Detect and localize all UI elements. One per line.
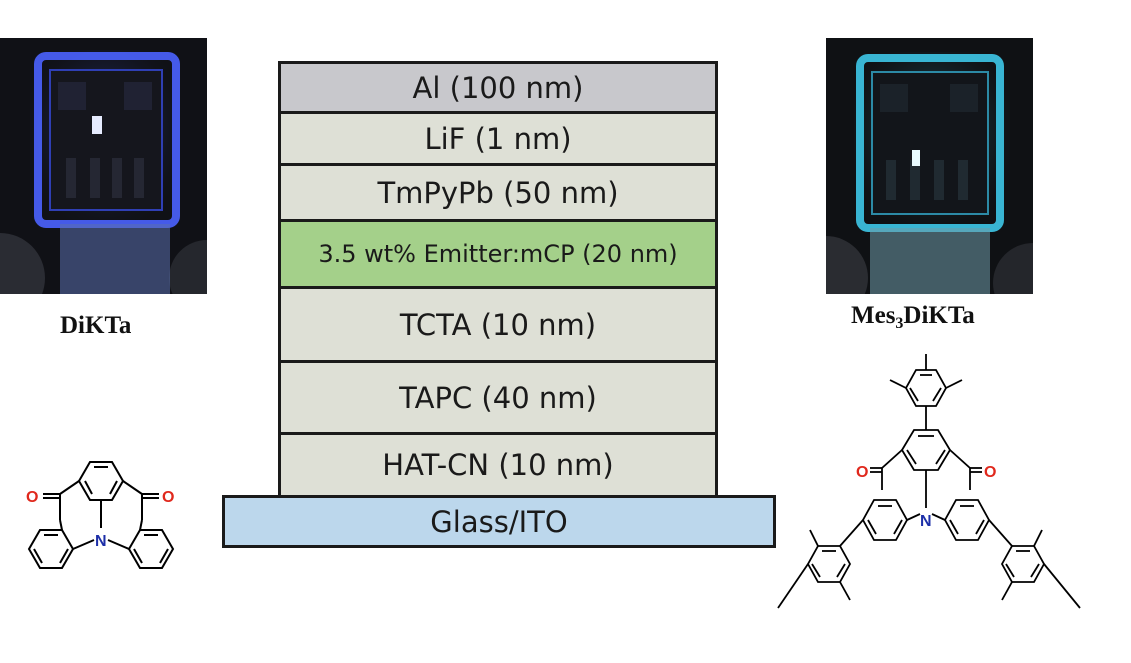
dikta-structure: O O N (10, 450, 200, 605)
layer-label: Glass/ITO (430, 504, 568, 539)
layer-tmpypb: TmPyPb (50 nm) (278, 163, 718, 222)
layer-label: Al (100 nm) (412, 70, 584, 105)
layer-label: 3.5 wt% Emitter:mCP (20 nm) (318, 240, 678, 268)
mes3dikta-label-tail: DiKTa (903, 302, 975, 329)
dikta-label: DiKTa (60, 312, 132, 339)
layer-hat-cn: HAT-CN (10 nm) (278, 432, 718, 498)
layer-tapc: TAPC (40 nm) (278, 360, 718, 435)
layer-label: LiF (1 nm) (424, 121, 572, 156)
layer-emitter: 3.5 wt% Emitter:mCP (20 nm) (278, 219, 718, 289)
dikta-nitrogen: N (95, 533, 107, 550)
layer-lif: LiF (1 nm) (278, 111, 718, 166)
dikta-device-photo (0, 38, 207, 294)
dikta-oxygen-right: O (162, 489, 174, 506)
mes3dikta-label: Mes3DiKTa (851, 302, 975, 333)
layer-tcta: TCTA (10 nm) (278, 286, 718, 363)
mes3dikta-label-subscript: 3 (895, 315, 904, 332)
mes3dikta-nitrogen: N (920, 513, 932, 530)
mes3dikta-oxygen-left: O (856, 464, 868, 481)
layer-label: HAT-CN (10 nm) (382, 448, 614, 482)
mes3dikta-oxygen-right: O (984, 464, 996, 481)
layer-label: TmPyPb (50 nm) (377, 175, 619, 210)
layer-al: Al (100 nm) (278, 61, 718, 114)
layer-glass-ito: Glass/ITO (222, 495, 776, 548)
layer-label: TCTA (10 nm) (399, 307, 597, 342)
layer-label: TAPC (40 nm) (399, 380, 597, 415)
mes3dikta-label-main: Mes (851, 302, 896, 329)
mes3dikta-structure: O O N (770, 350, 1100, 625)
mes3dikta-device-photo (826, 38, 1033, 294)
dikta-oxygen-left: O (26, 489, 38, 506)
